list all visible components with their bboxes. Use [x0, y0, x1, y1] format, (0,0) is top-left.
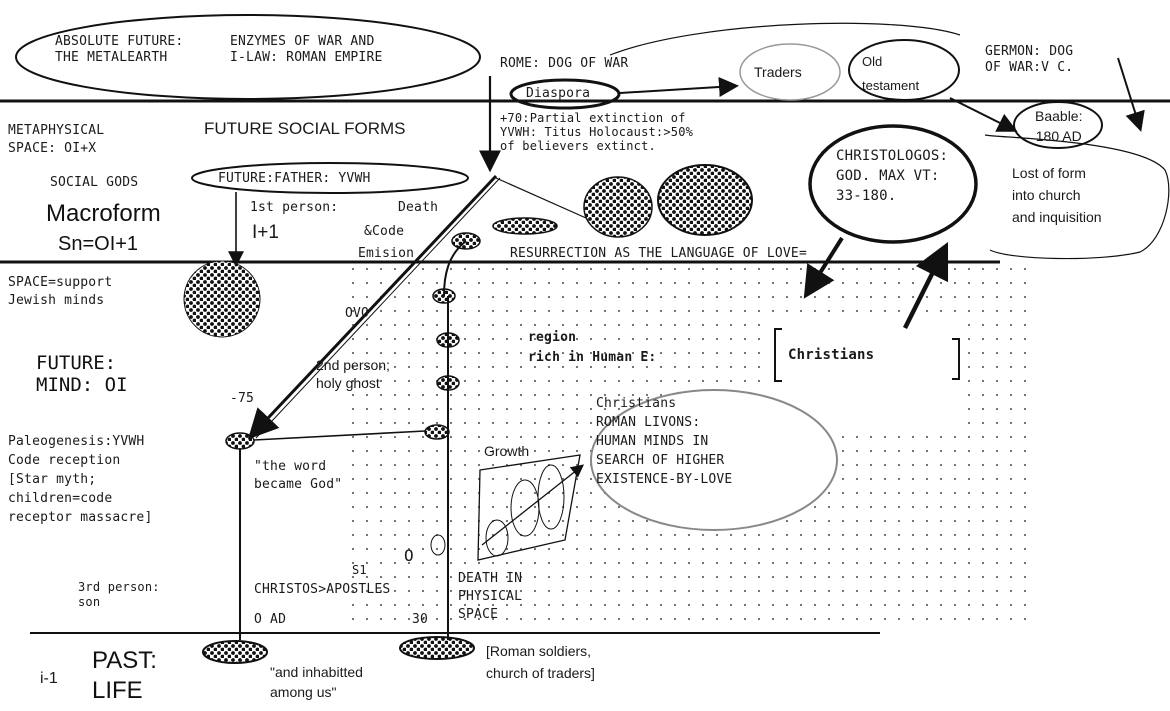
future-social-forms-label: FUTURE SOCIAL FORMS [204, 119, 406, 138]
christians-bracket-right [952, 338, 960, 380]
future-father-label: FUTURE:FATHER: YVWH [218, 171, 371, 186]
blob-large [657, 164, 753, 236]
old-testament-ellipse [848, 39, 960, 101]
sn-formula-label: Sn=OI+1 [58, 233, 139, 255]
thirty-label: 30 [412, 612, 429, 627]
first-person-label: 1st person: [250, 200, 339, 215]
paleogenesis-node [225, 432, 255, 450]
blob-small-1 [492, 217, 558, 235]
german-dog-of-war-label: GERMON: DOG OF WAR:V C. [985, 44, 1074, 75]
top-arc [609, 22, 961, 56]
christians-bracket-left [774, 328, 782, 382]
christologos-ellipse [808, 124, 978, 244]
extinction-note: +70:Partial extinction of YVWH: Titus Ho… [500, 111, 694, 153]
growth-cell-3 [537, 464, 565, 530]
diaspora-label: Diaspora [526, 86, 591, 101]
node-4 [424, 424, 450, 440]
christians-up-arrow [902, 241, 949, 330]
future-father-ellipse [191, 162, 469, 194]
thirty-ad-blob [399, 636, 475, 660]
small-oval [430, 534, 446, 556]
christians-ellipse-text: Christians ROMAN LIVONS: HUMAN MINDS IN … [596, 396, 733, 487]
minus-75-label: -75 [230, 391, 255, 406]
resurrection-label: RESURRECTION AS THE LANGUAGE OF LOVE= [510, 246, 807, 261]
father-to-blob [495, 177, 587, 219]
german-arrow [1117, 57, 1145, 132]
growth-cone [477, 454, 581, 561]
past-life-label: PAST: LIFE [92, 647, 157, 704]
growth-arrow [481, 464, 585, 546]
traders-ellipse [739, 43, 841, 101]
emision-label: Emision [358, 246, 415, 261]
father-to-paleogenesis [247, 174, 498, 440]
word-became-god-label: "the word became God" [254, 459, 343, 492]
old-testament-label: Old testament [862, 54, 920, 93]
social-gods-label: SOCIAL GODS [50, 175, 139, 190]
ovo-label: OVO [345, 306, 370, 321]
christians-ellipse [590, 389, 838, 531]
growth-label: Growth [484, 443, 530, 459]
paleogenesis-label: Paleogenesis:YVWH Code reception [Star m… [8, 434, 153, 525]
father-diagonal-shadow [255, 177, 501, 439]
zero-label: O [404, 546, 414, 565]
zero-ad-label: O AD [254, 612, 287, 627]
bable-label: Baable: 180 AD [1035, 108, 1083, 144]
christologos-down-arrow [803, 236, 844, 299]
lost-of-form-label: Lost of form into church and inquisition [1012, 165, 1102, 225]
christians-box-label: Christians [788, 347, 875, 363]
code-label: &Code [364, 224, 405, 239]
rome-dog-of-war-label: ROME: DOG OF WAR [500, 56, 629, 71]
paleogenesis-link [253, 430, 426, 441]
third-person-label: 3rd person: son [78, 580, 160, 609]
traders-label: Traders [754, 64, 802, 80]
absolute-future-ellipse [15, 14, 481, 100]
absolute-future-label: ABSOLUTE FUTURE: THE METALEARTH [55, 34, 184, 65]
death-label: Death [398, 200, 439, 215]
roman-soldiers-label: [Roman soldiers, church of traders] [486, 643, 595, 681]
diaspora-ellipse [509, 78, 621, 110]
second-person-label: 2nd person; holy ghost [316, 357, 390, 391]
metaphysical-space-label: METAPHYSICAL SPACE: OI+X [8, 123, 105, 156]
jewish-minds-blob [183, 260, 261, 338]
zero-ad-blob [202, 640, 268, 664]
blob-medium [583, 176, 653, 238]
christologos-label: CHRISTOLOGOS: GOD. MAX VT: 33-180. [836, 148, 949, 204]
death-physical-space-label: DEATH IN PHYSICAL SPACE [458, 571, 523, 622]
enzymes-of-war-label: ENZYMES OF WAR AND I-LAW: ROMAN EMPIRE [230, 34, 383, 65]
christos-apostles-label: CHRISTOS>APOSTLES [254, 582, 391, 597]
region-label: region rich in Human E: [528, 330, 657, 365]
growth-cell-1 [485, 519, 509, 557]
space-support-label: SPACE=support Jewish minds [8, 275, 113, 308]
lost-form-bracket [984, 134, 1170, 260]
vertical-path-curve [443, 240, 467, 297]
i-plus-one-label: I+1 [252, 222, 279, 243]
s1-label: S1 [352, 563, 367, 577]
old-testament-arrow [949, 97, 1018, 132]
i-minus-one-label: i-1 [40, 670, 58, 687]
inhabited-among-us-label: "and inhabitted among us" [270, 664, 363, 700]
future-mind-label: FUTURE: MIND: OI [36, 352, 128, 396]
macroform-label: Macroform [46, 200, 161, 227]
diaspora-arrow [619, 76, 739, 97]
